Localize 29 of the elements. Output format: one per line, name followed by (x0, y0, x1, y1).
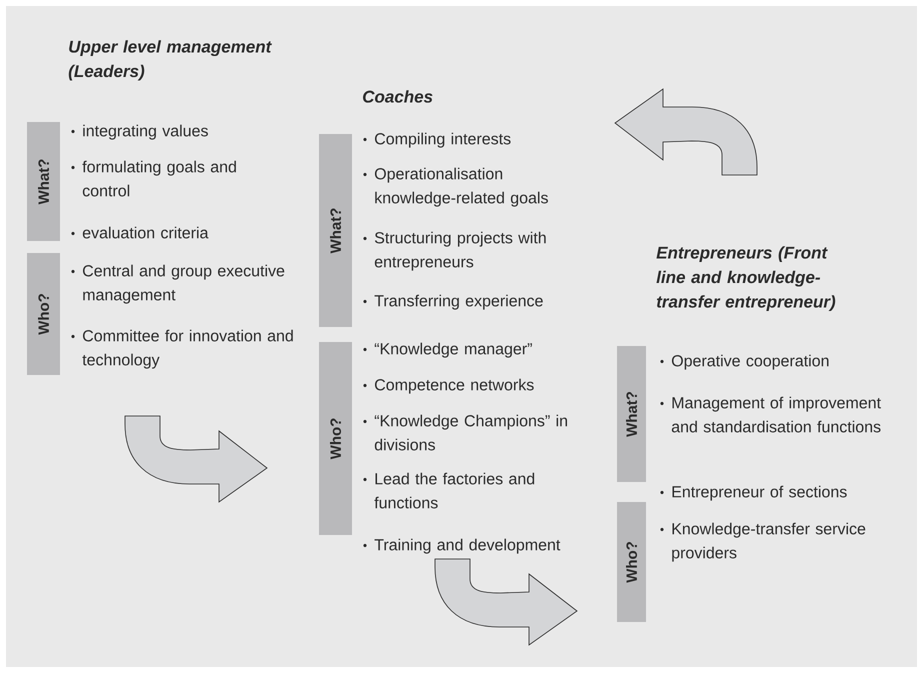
label-bar: What? (319, 134, 352, 327)
heading: Coaches (363, 90, 432, 103)
label-bar: What? (27, 122, 60, 241)
bullet-item: integrating values (71, 124, 208, 140)
heading: Entrepreneurs (Front line and knowledge-transfer entrepreneur) (656, 246, 836, 312)
bullet-item: “Knowledge manager” (363, 342, 532, 358)
bullet-item: Operative cooperation (660, 354, 828, 370)
bullet-item: Training and development (363, 538, 560, 554)
curved-arrow (124, 416, 268, 502)
bullet-item: Lead the factories and functions (363, 472, 534, 508)
curved-arrow (434, 558, 578, 646)
bullet-item: Operationalisation knowledge-related goals (363, 168, 548, 207)
label-bar: What? (617, 346, 646, 482)
bullet-item: Compiling interests (363, 132, 511, 148)
label-bar: Who? (319, 342, 352, 535)
bullet-item: Committee for innovation and technology (71, 330, 293, 369)
bullet-item: Structuring projects with entrepreneurs (363, 232, 546, 271)
bullet-item: Management of improvement and standardisation functions (660, 396, 881, 432)
bullet-item: formulating goals and control (71, 160, 236, 196)
bullet-item: Competence networks (363, 378, 534, 394)
bullet-item: evaluation criteria (71, 226, 208, 238)
bullet-item: Knowledge-transfer service providers (660, 522, 866, 562)
label-bar: Who? (27, 253, 60, 375)
label-bar: Who? (617, 502, 646, 622)
bullet-item: Transferring experience (363, 294, 543, 310)
bullet-item: “Knowledge Champions” in divisions (363, 414, 567, 450)
bullet-item: Central and group executive management (71, 264, 284, 304)
bullet-item: Entrepreneur of sections (660, 486, 847, 501)
heading: Upper level management (Leaders) (68, 40, 272, 81)
